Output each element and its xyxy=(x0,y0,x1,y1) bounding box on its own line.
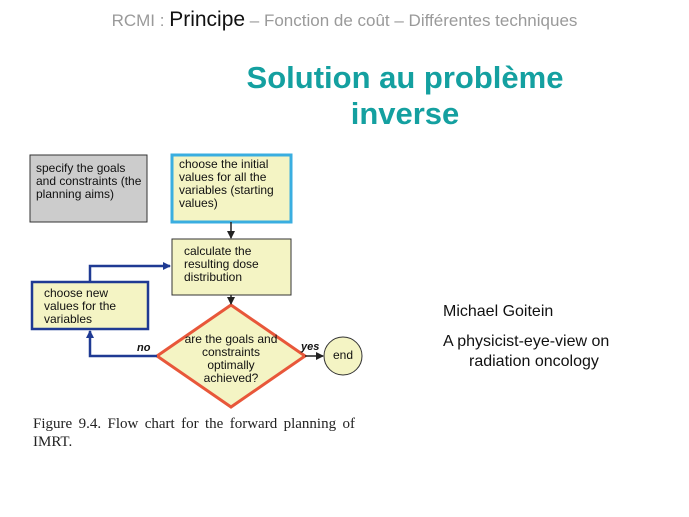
breadcrumb: RCMI : Principe – Fonction de coût – Dif… xyxy=(0,8,689,32)
specify-goals-label: specify the goals and constraints (the p… xyxy=(36,161,142,201)
credit-block: Michael Goitein A physicist-eye-view on … xyxy=(443,302,609,372)
figure-caption: Figure 9.4. Flow chart for the forward p… xyxy=(33,416,355,450)
author-name: Michael Goitein xyxy=(443,303,554,320)
choose-new-values-label: choose new values for the variables xyxy=(44,286,117,326)
decision-diamond xyxy=(154,303,308,409)
end-circle xyxy=(323,336,363,376)
slide-title: Solution au problème inverse xyxy=(190,60,620,132)
calculate-dose-box xyxy=(171,238,292,296)
decision-label: are the goals and constraints optimally … xyxy=(184,332,278,385)
yes-edge-label: yes xyxy=(301,341,320,353)
specify-goals-box xyxy=(29,154,148,223)
choose-initial-label: choose the initial values for all the va… xyxy=(179,157,274,210)
slide-title-line2: inverse xyxy=(350,96,460,131)
book-title-line1: A physicist-eye-view on xyxy=(443,333,610,350)
edge-decision-no-to-new-values xyxy=(86,330,157,358)
book-title-line2: radiation oncology xyxy=(469,353,599,370)
edge-new-values-to-calculate xyxy=(88,262,171,282)
calculate-dose-label: calculate the resulting dose distributio… xyxy=(184,244,259,284)
choose-initial-box xyxy=(170,153,293,224)
breadcrumb-emphasis: Principe xyxy=(169,8,246,31)
slide-title-line1: Solution au problème xyxy=(246,60,564,95)
choose-new-values-box xyxy=(30,280,150,331)
end-label: end xyxy=(332,348,354,362)
breadcrumb-prefix: RCMI : xyxy=(111,11,170,30)
breadcrumb-suffix: – Fonction de coût – Différentes techniq… xyxy=(245,11,578,30)
no-edge-label: no xyxy=(137,342,151,354)
